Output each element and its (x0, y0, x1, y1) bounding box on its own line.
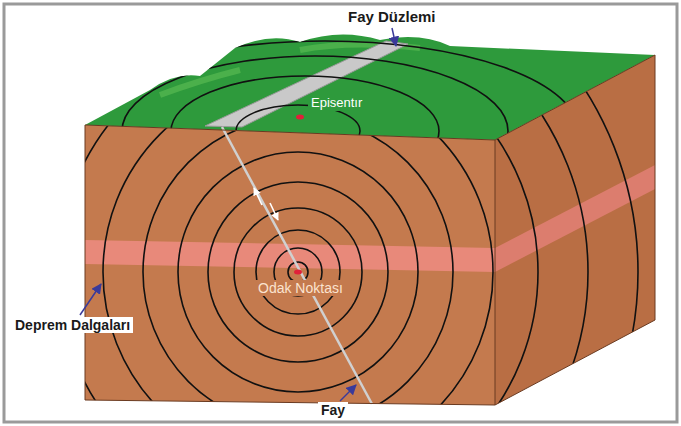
leader-arrow (392, 28, 396, 46)
fault-label: Fay (318, 402, 348, 418)
slip-arrow-up (254, 188, 262, 205)
focus-dot (294, 270, 302, 275)
seismic-waves (8, 0, 588, 426)
leader-arrow (340, 385, 356, 401)
seismic-waves-side (0, 0, 638, 426)
fault-line (222, 127, 372, 404)
ground-surface (85, 34, 655, 140)
slip-arrow-down (270, 203, 278, 220)
front-face (85, 125, 495, 405)
block-edges (85, 55, 655, 405)
focus-label: Odak Noktası (255, 280, 346, 296)
epicenter-label: Episentır (308, 96, 365, 111)
seismic-waves-surface (72, 41, 578, 221)
frame (4, 4, 677, 422)
leader-arrow (80, 284, 101, 315)
epicenter-dot (296, 115, 304, 120)
waves-label: Deprem Dalgaları (12, 317, 133, 333)
fault-plane-label: Fay Düzlemi (345, 8, 439, 25)
rock-layer-side (495, 165, 655, 272)
